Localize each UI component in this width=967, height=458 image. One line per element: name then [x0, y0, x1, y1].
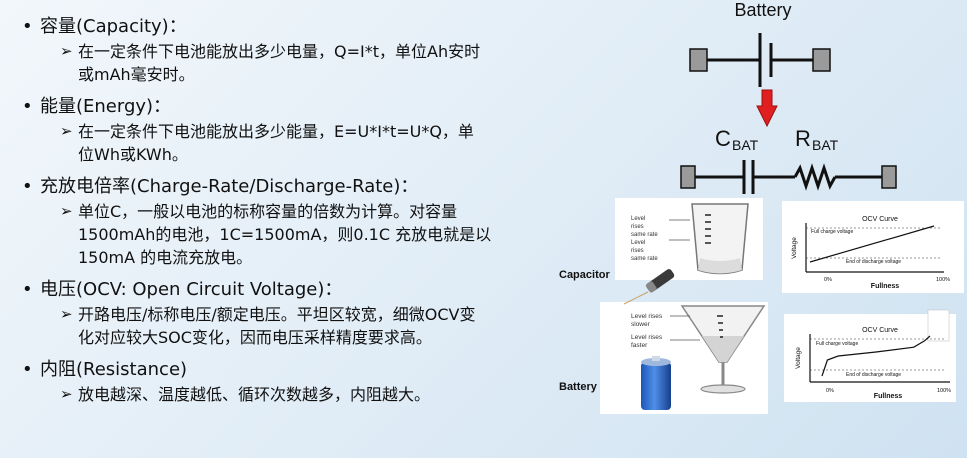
battery-illustration: Battery	[559, 356, 671, 410]
bullet-detail-line: 150mA 的电流充放电。	[78, 248, 253, 267]
x-tick-label: 0%	[824, 277, 832, 283]
terminal-left	[689, 48, 708, 72]
terminal-left	[680, 165, 696, 189]
y-axis-label: Voltage	[795, 347, 802, 369]
bullet-dot-icon: •	[22, 176, 33, 197]
svg-text:Level: Level	[631, 216, 645, 222]
bullet-detail-line: 在一定条件下电池能放出多少能量，E=U*I*t=U*Q，单	[78, 122, 474, 141]
svg-text:slower: slower	[631, 321, 651, 328]
bullet-detail-line: 放电越深、温度越低、循环次数越多，内阻越大。	[78, 385, 431, 404]
bullet-detail-line: 在一定条件下电池能放出多少电量，Q=I*t，单位Ah安时	[78, 42, 481, 61]
straight-glass-illustration: Level rises same rate Level rises same r…	[631, 203, 749, 275]
annotation: End of discharge voltage	[846, 259, 901, 265]
bullet-capacity: • 容量(Capacity)： ➢ 在一定条件下电池能放出多少电量，Q=I*t，单位…	[22, 14, 552, 86]
svg-text:same rate: same rate	[631, 232, 658, 238]
rbat-subscript: BAT	[812, 137, 839, 153]
capacitor-label: Capacitor	[559, 269, 610, 281]
battery-photo-label: Battery	[559, 381, 598, 393]
x-axis-label: Fullness	[871, 283, 900, 290]
bullet-title: 充放电倍率(Charge-Rate/Discharge-Rate)：	[40, 176, 419, 197]
bullet-dot-icon: •	[22, 359, 33, 380]
bullet-detail-line: 1500mAh的电池，1C=1500mA，则0.1C 充放电就是以	[78, 225, 492, 244]
ocv-chart-1: OCV Curve Full charge voltage End of dis…	[791, 216, 950, 290]
bullet-detail-line: 位Wh或KWh。	[78, 145, 188, 164]
svg-text:Level: Level	[631, 240, 645, 246]
bullet-rate: • 充放电倍率(Charge-Rate/Discharge-Rate)： ➢ 单位C…	[22, 174, 552, 269]
bullet-detail-line: 或mAh毫安时。	[78, 65, 195, 84]
arrow-right-icon: ➢	[60, 202, 73, 220]
x-tick-label: 0%	[826, 388, 834, 394]
arrow-right-icon: ➢	[60, 385, 73, 403]
annotation: Full charge voltage	[816, 341, 858, 347]
annotation: End of discharge voltage	[846, 372, 901, 378]
bullet-list: • 容量(Capacity)： ➢ 在一定条件下电池能放出多少电量，Q=I*t，单位…	[22, 14, 552, 410]
chart-title: OCV Curve	[862, 216, 898, 223]
cbat-label: C	[715, 126, 731, 151]
y-axis-label: Voltage	[791, 237, 798, 259]
capacitor-illustration: Capacitor	[559, 269, 675, 305]
bullet-dot-icon: •	[22, 96, 33, 117]
terminal-right	[881, 165, 897, 189]
bullet-title: 内阻(Resistance)	[40, 359, 188, 380]
bullet-detail-line: 单位C，一般以电池的标称容量的倍数为计算。对容量	[78, 202, 458, 221]
arrow-right-icon: ➢	[60, 42, 73, 60]
terminal-right	[812, 48, 831, 72]
rc-circuit: C BAT R BAT	[680, 126, 897, 194]
rbat-label: R	[795, 126, 811, 151]
annotation: Full charge voltage	[811, 229, 853, 235]
bullet-resistance: • 内阻(Resistance) ➢ 放电越深、温度越低、循环次数越多，内阻越大。	[22, 357, 552, 406]
arrow-down-icon	[756, 89, 778, 128]
ocv-chart-2: OCV Curve Full charge voltage End of dis…	[795, 327, 951, 400]
arrow-right-icon: ➢	[60, 122, 73, 140]
x-tick-label: 100%	[937, 388, 951, 394]
ocv-series-line	[821, 335, 931, 377]
cbat-subscript: BAT	[732, 137, 759, 153]
bullet-title: 能量(Energy)：	[40, 96, 172, 117]
ocv-series-line	[809, 225, 935, 263]
chart-panel-2	[784, 314, 956, 402]
chart-title: OCV Curve	[862, 327, 898, 334]
bullet-title: 电压(OCV: Open Circuit Voltage)：	[40, 279, 343, 300]
svg-text:rises: rises	[631, 248, 644, 254]
x-tick-label: 100%	[936, 277, 950, 283]
svg-text:same rate: same rate	[631, 256, 658, 262]
bullet-detail-line: 化对应较大SOC变化，因而电压采样精度要求高。	[78, 328, 432, 347]
bullet-dot-icon: •	[22, 279, 33, 300]
bullet-energy: • 能量(Energy)： ➢ 在一定条件下电池能放出多少能量，E=U*I*t=U*…	[22, 94, 552, 166]
chart-panel-1	[782, 201, 964, 293]
svg-text:Level rises: Level rises	[631, 313, 663, 320]
battery-circuit: Battery	[689, 0, 831, 87]
x-axis-label: Fullness	[874, 393, 903, 400]
martini-glass-illustration: Level rises slower Level rises faster	[631, 305, 766, 394]
svg-text:rises: rises	[631, 224, 644, 230]
resistor-zigzag	[793, 163, 837, 191]
arrow-right-icon: ➢	[60, 305, 73, 323]
svg-text:Level rises: Level rises	[631, 334, 663, 341]
battery-circuit-label: Battery	[734, 0, 791, 20]
bullet-title: 容量(Capacity)：	[40, 16, 187, 37]
bullet-voltage: • 电压(OCV: Open Circuit Voltage)： ➢ 开路电压/标称…	[22, 277, 552, 349]
svg-text:faster: faster	[631, 342, 648, 349]
bullet-detail-line: 开路电压/标称电压/额定电压。平坦区较宽，细微OCV变	[78, 305, 476, 324]
bullet-dot-icon: •	[22, 16, 33, 37]
